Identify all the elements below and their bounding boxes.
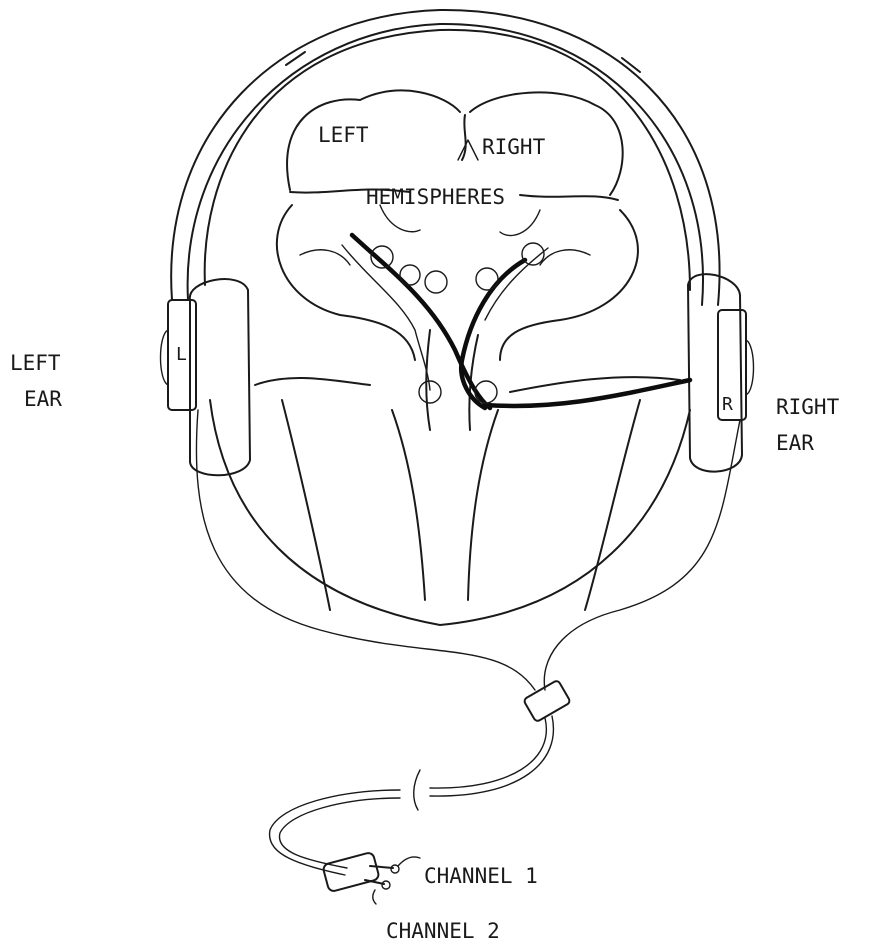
left-earcup-mark: L bbox=[176, 344, 187, 365]
right-ear-label-line1: RIGHT bbox=[776, 395, 840, 419]
right-hemisphere-label: RIGHT bbox=[482, 135, 546, 159]
hemispheres-label: HEMISPHERES bbox=[366, 185, 505, 209]
cable-splitter bbox=[414, 680, 571, 810]
channel-2-label: CHANNEL 2 bbox=[386, 919, 500, 943]
left-ear-label-line2: EAR bbox=[24, 387, 62, 411]
stereo-plug bbox=[322, 852, 420, 904]
head-outline bbox=[205, 30, 690, 625]
right-ear-label-line2: EAR bbox=[776, 431, 814, 455]
left-ear-label-line1: LEFT bbox=[10, 351, 61, 375]
headphone-cables bbox=[196, 410, 740, 690]
channel-1-label: CHANNEL 1 bbox=[424, 864, 538, 888]
right-earcup-mark: R bbox=[722, 394, 733, 415]
left-earcup: L bbox=[161, 279, 251, 475]
left-hemisphere-label: LEFT bbox=[318, 123, 369, 147]
right-earcup: R bbox=[688, 274, 754, 471]
